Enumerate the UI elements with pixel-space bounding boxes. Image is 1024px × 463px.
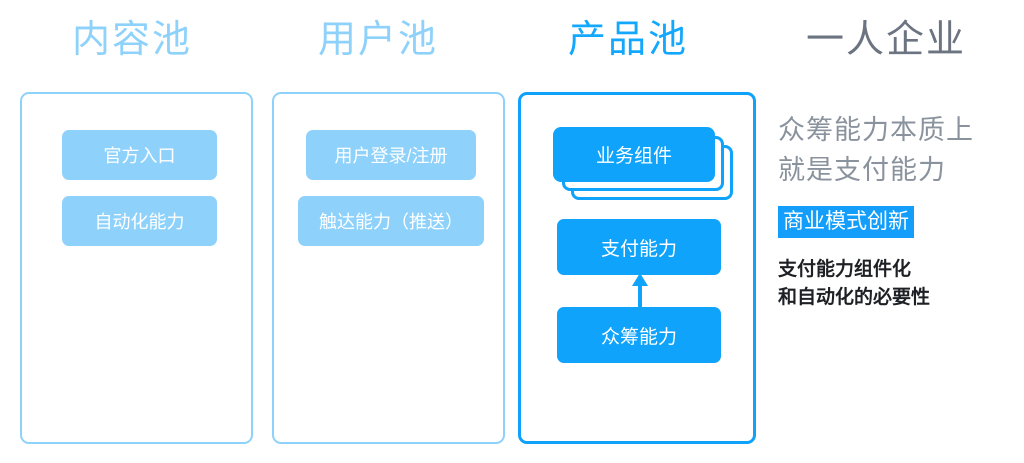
heading-solo-enterprise: 一人企业 [806,19,967,61]
card-business-component[interactable]: 业务组件 [553,127,715,182]
heading-content-pool: 内容池 [72,19,193,61]
note-line-2: 和自动化的必要性 [778,287,931,308]
solo-enterprise-text-column: 众筹能力本质上 就是支付能力 商业模式创新 支付能力组件化 和自动化的必要性 [778,110,1008,312]
card-official-entry[interactable]: 官方入口 [62,130,217,180]
tagline-line-2: 就是支付能力 [778,155,946,185]
user-pool-container: 用户登录/注册 触达能力（推送） [272,92,505,444]
tagline: 众筹能力本质上 就是支付能力 [778,110,1008,190]
heading-product-pool: 产品池 [568,19,689,61]
card-payment-capability[interactable]: 支付能力 [557,219,721,275]
arrow-up-icon [632,273,648,311]
tagline-line-1: 众筹能力本质上 [778,115,974,145]
product-pool-container: 业务组件 支付能力 众筹能力 [518,92,756,444]
card-crowdfunding-capability[interactable]: 众筹能力 [557,307,721,363]
card-stack-business-components[interactable]: 业务组件 [553,127,733,209]
badge-business-model-innovation: 商业模式创新 [778,206,914,238]
card-automation-capability[interactable]: 自动化能力 [62,196,217,246]
note-line-1: 支付能力组件化 [778,259,912,280]
content-pool-container: 官方入口 自动化能力 [20,92,253,444]
card-user-login-register[interactable]: 用户登录/注册 [306,130,476,180]
card-reach-capability-push[interactable]: 触达能力（推送） [298,196,484,246]
note-text: 支付能力组件化 和自动化的必要性 [778,256,1008,312]
heading-user-pool: 用户池 [318,19,439,61]
